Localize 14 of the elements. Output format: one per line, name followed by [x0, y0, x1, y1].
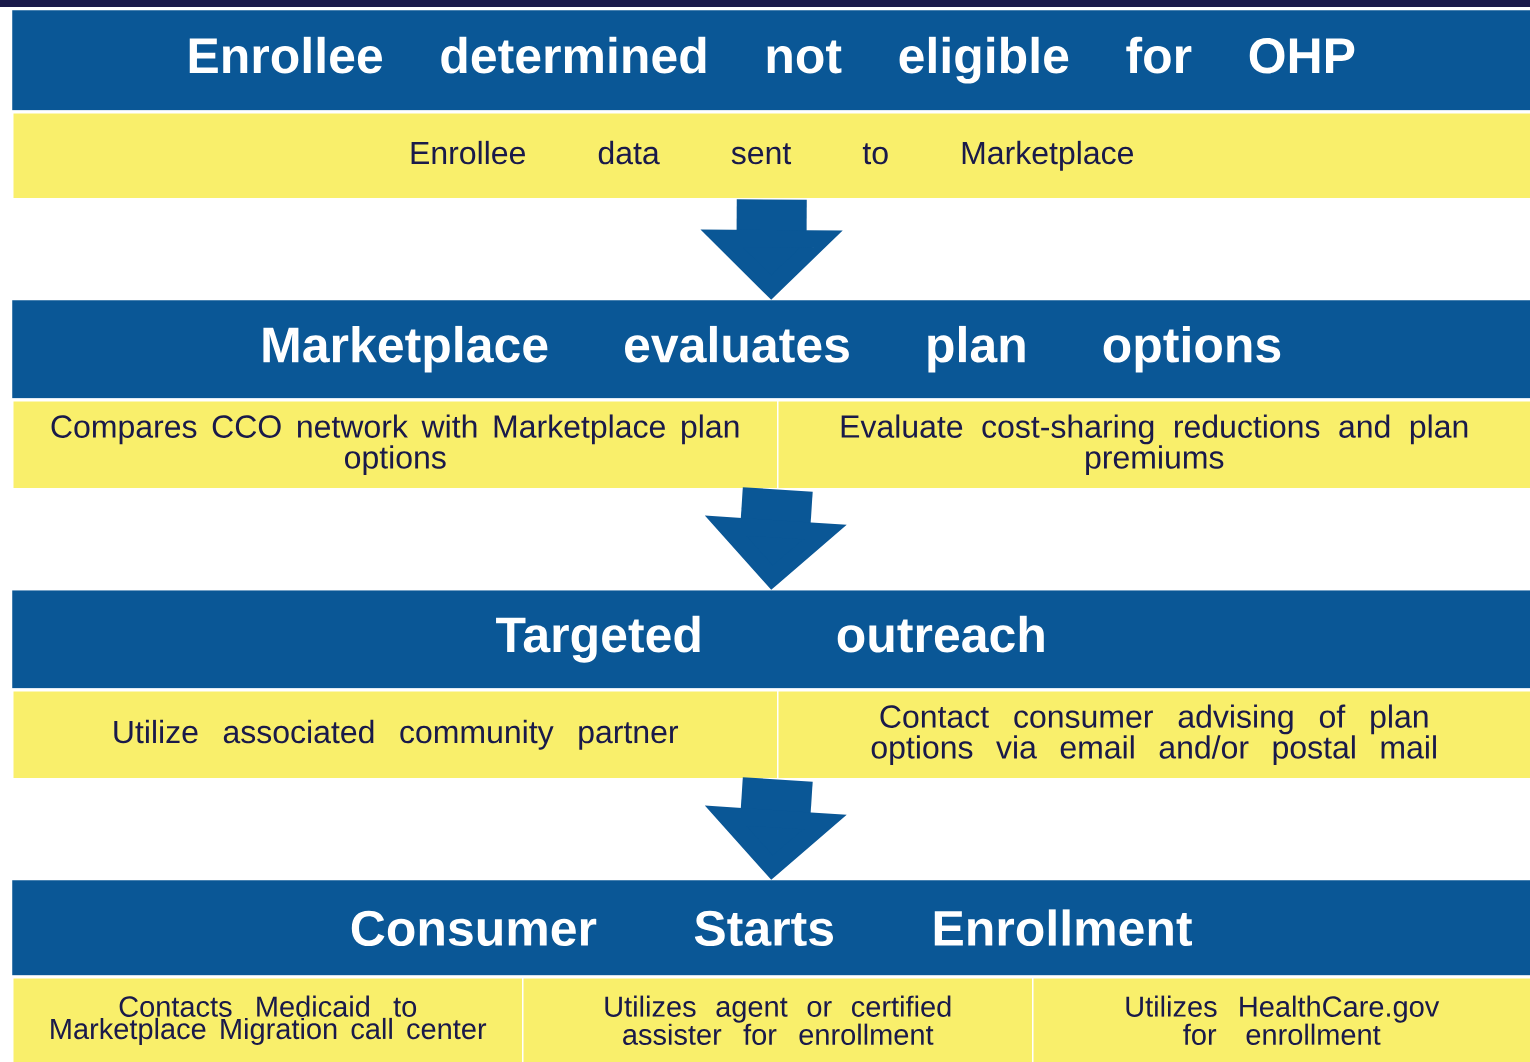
stage-header-band: Targeted outreach: [12, 590, 1530, 689]
step-box: Compares CCO network with Marketplace plan options: [12, 400, 779, 490]
step-box: Contact consumer advising of plan options via email and/or postal mail: [777, 690, 1530, 780]
stage-header-band: Consumer Starts Enrollment: [12, 880, 1530, 976]
step-box: Utilizes HealthCare.gov for enrollment: [1032, 977, 1530, 1062]
step-box: Contacts Medicaid to Marketplace Migration call center: [12, 977, 524, 1062]
node-label: Contacts Medicaid to Marketplace Migration call center: [51, 995, 487, 1045]
stage-header-band: Enrollee determined not eligible for OHP: [12, 10, 1530, 111]
step-box: Evaluate cost-sharing reductions and plan premiums: [777, 400, 1530, 490]
stage-header-band: Marketplace evaluates plan options: [12, 300, 1530, 399]
step-box: Utilize associated community partner: [12, 690, 779, 780]
step-box: Utilizes agent or certified assister for enrollment: [522, 977, 1034, 1062]
step-box: Enrollee data sent to Marketplace: [12, 112, 1530, 200]
node-label: Utilizes agent or certified assister for enrollment: [605, 995, 951, 1045]
